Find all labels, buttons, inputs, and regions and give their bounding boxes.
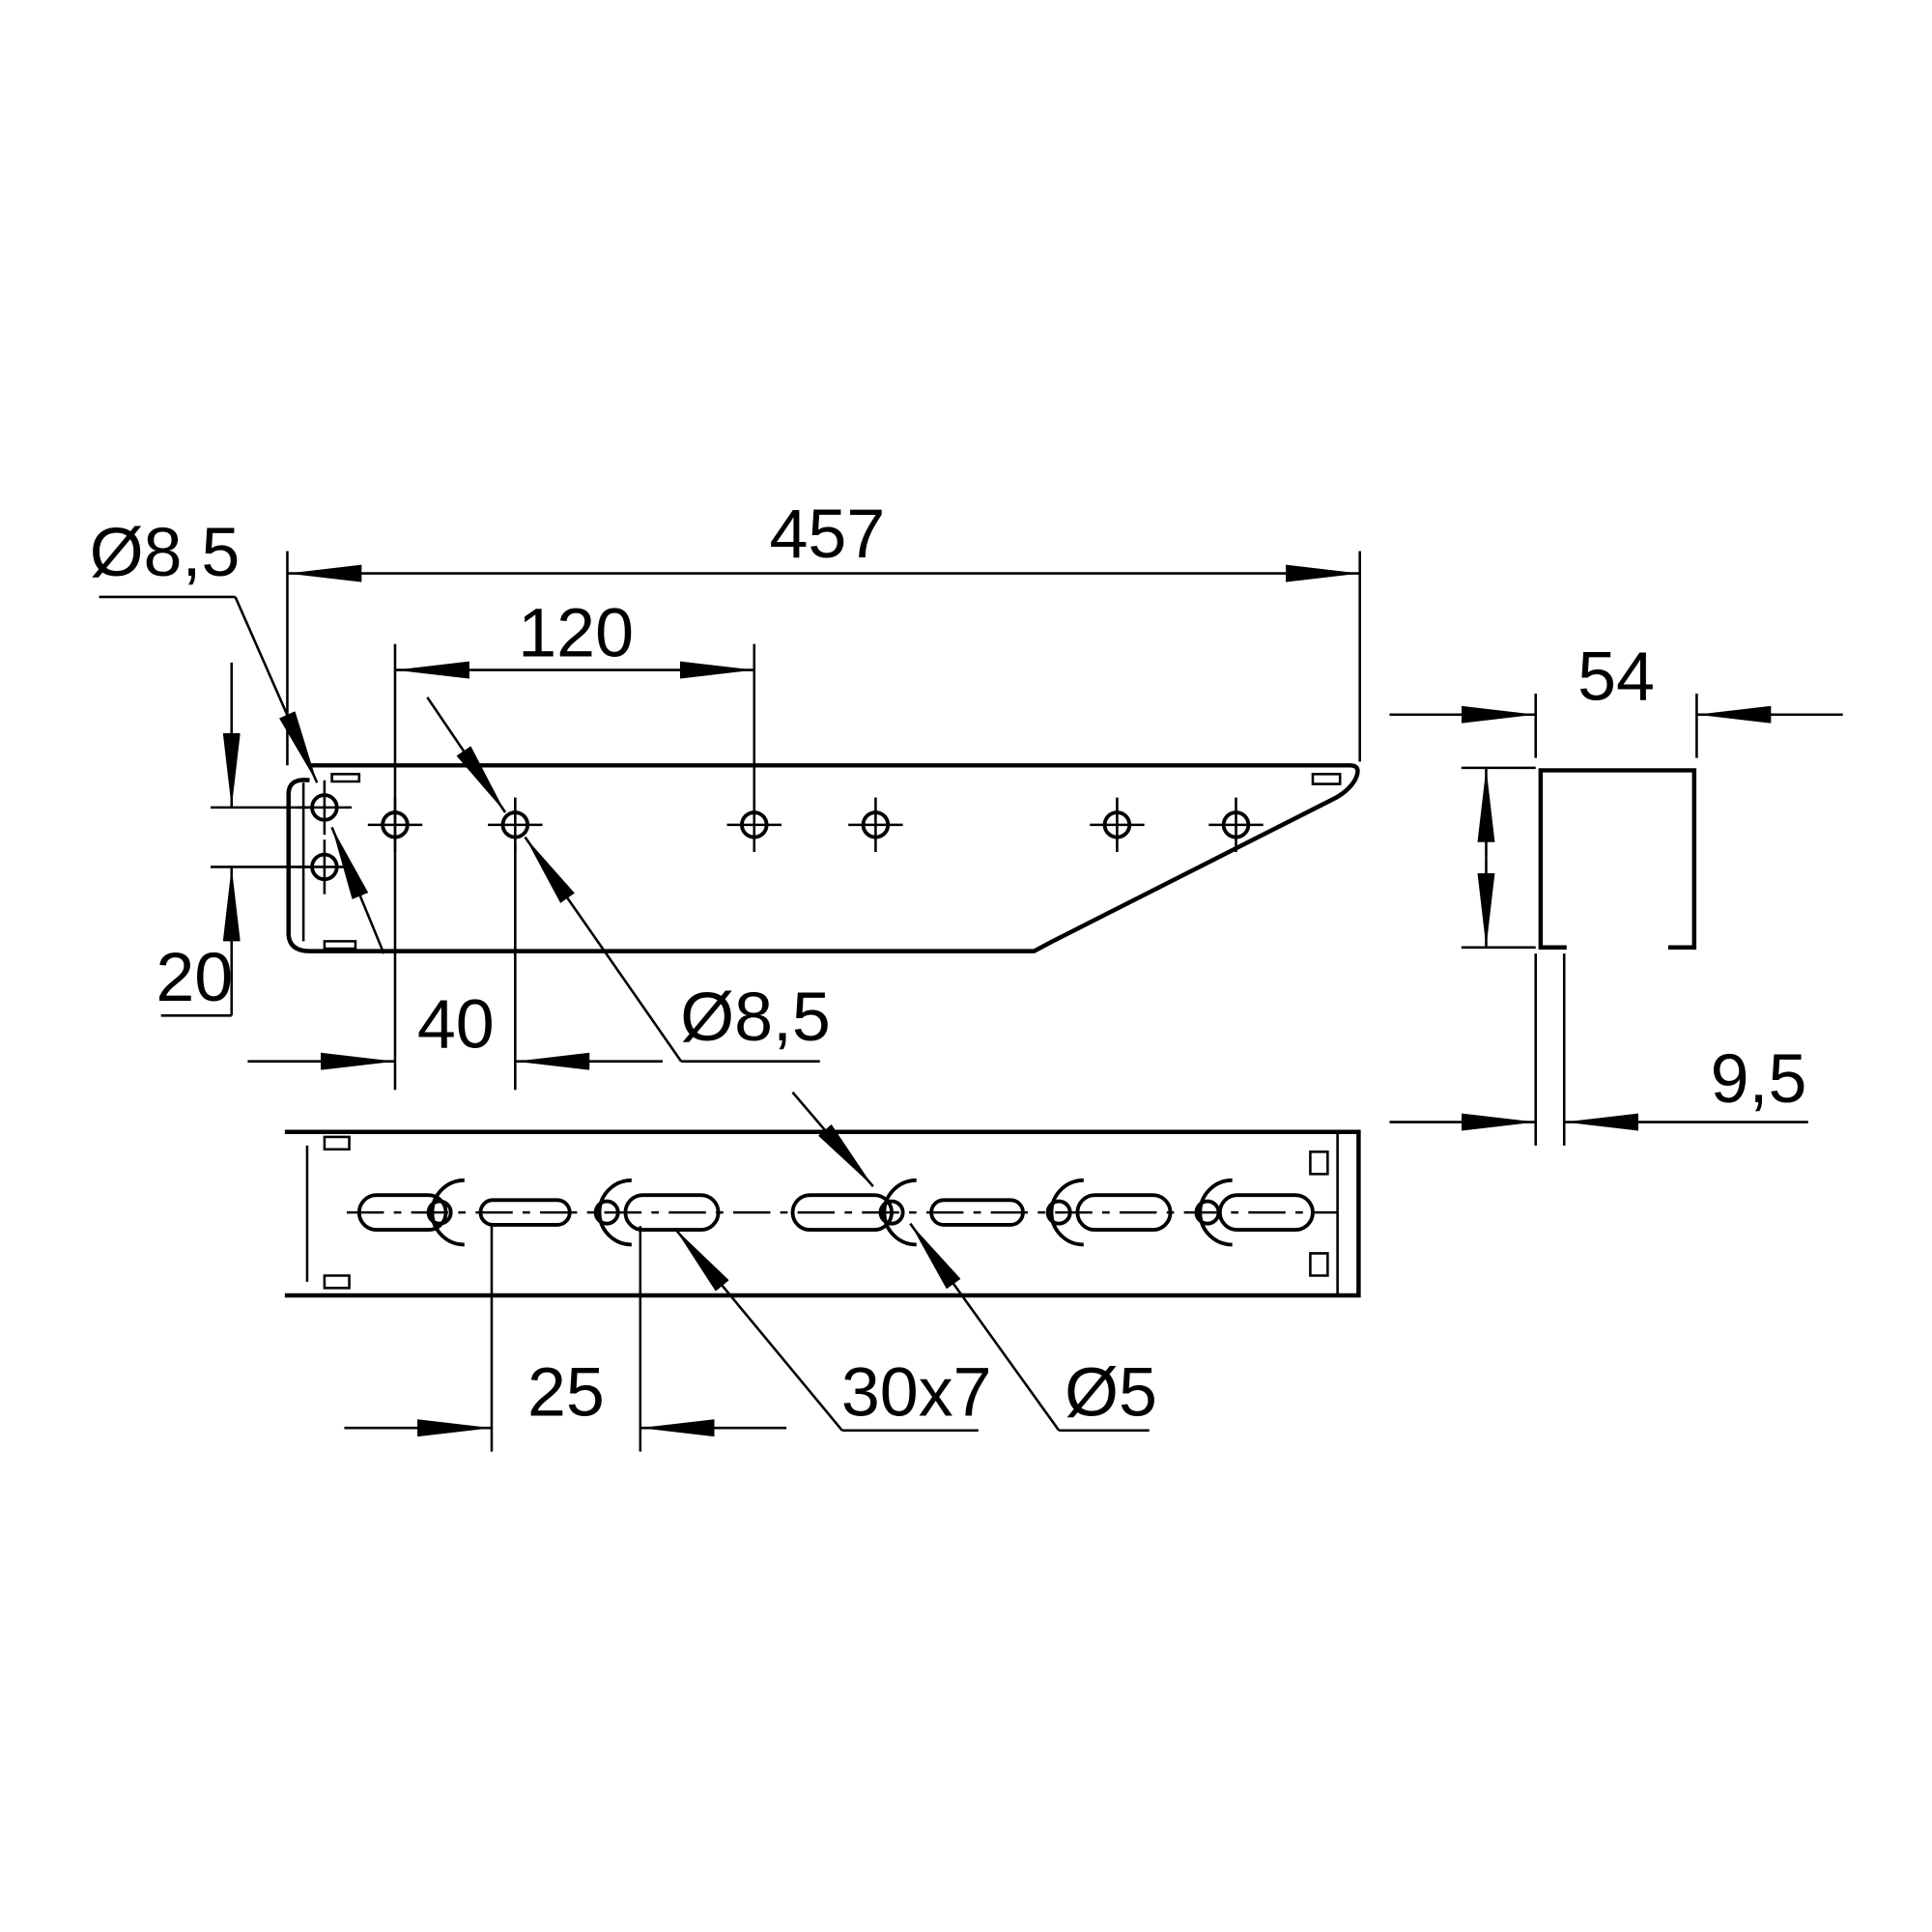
small-hole [1194, 1199, 1221, 1226]
dim-120: 120 [518, 594, 634, 671]
slot-arc [1198, 1178, 1233, 1247]
dim-dia-5: Ø5 [1065, 1353, 1157, 1431]
slot [929, 1198, 1025, 1227]
dimension-lines [99, 551, 1843, 1452]
dim-25: 25 [527, 1353, 605, 1431]
dim-dia-8-5-left: Ø8,5 [90, 514, 241, 591]
c-profile [1538, 768, 1697, 951]
dim-40: 40 [417, 986, 495, 1064]
dim-20: 20 [156, 939, 233, 1016]
small-hole [1045, 1199, 1072, 1226]
dim-dia-8-5-center: Ø8,5 [680, 979, 831, 1056]
slot-arc [430, 1178, 465, 1247]
dim-9-5: 9,5 [1711, 1040, 1807, 1118]
slot-arc [597, 1178, 632, 1247]
hole [848, 797, 903, 853]
hole [1208, 797, 1264, 853]
small-hole [593, 1199, 620, 1226]
dim-30x7: 30x7 [841, 1353, 992, 1431]
slot-arc [1049, 1178, 1084, 1247]
slot-row [356, 1178, 1315, 1247]
slot [478, 1198, 572, 1227]
small-hole [426, 1199, 453, 1226]
slot-arc [882, 1178, 917, 1247]
bracket-top-view [286, 763, 1360, 953]
slot [356, 1193, 448, 1233]
hole [1090, 797, 1145, 853]
small-hole [878, 1199, 905, 1226]
slot [623, 1193, 721, 1233]
bracket-bottom-view [284, 1129, 1361, 1298]
mounting-holes [297, 780, 1264, 895]
dim-54: 54 [1577, 638, 1655, 715]
slot [790, 1193, 894, 1233]
dim-457: 457 [770, 496, 886, 573]
slot [1075, 1193, 1173, 1233]
